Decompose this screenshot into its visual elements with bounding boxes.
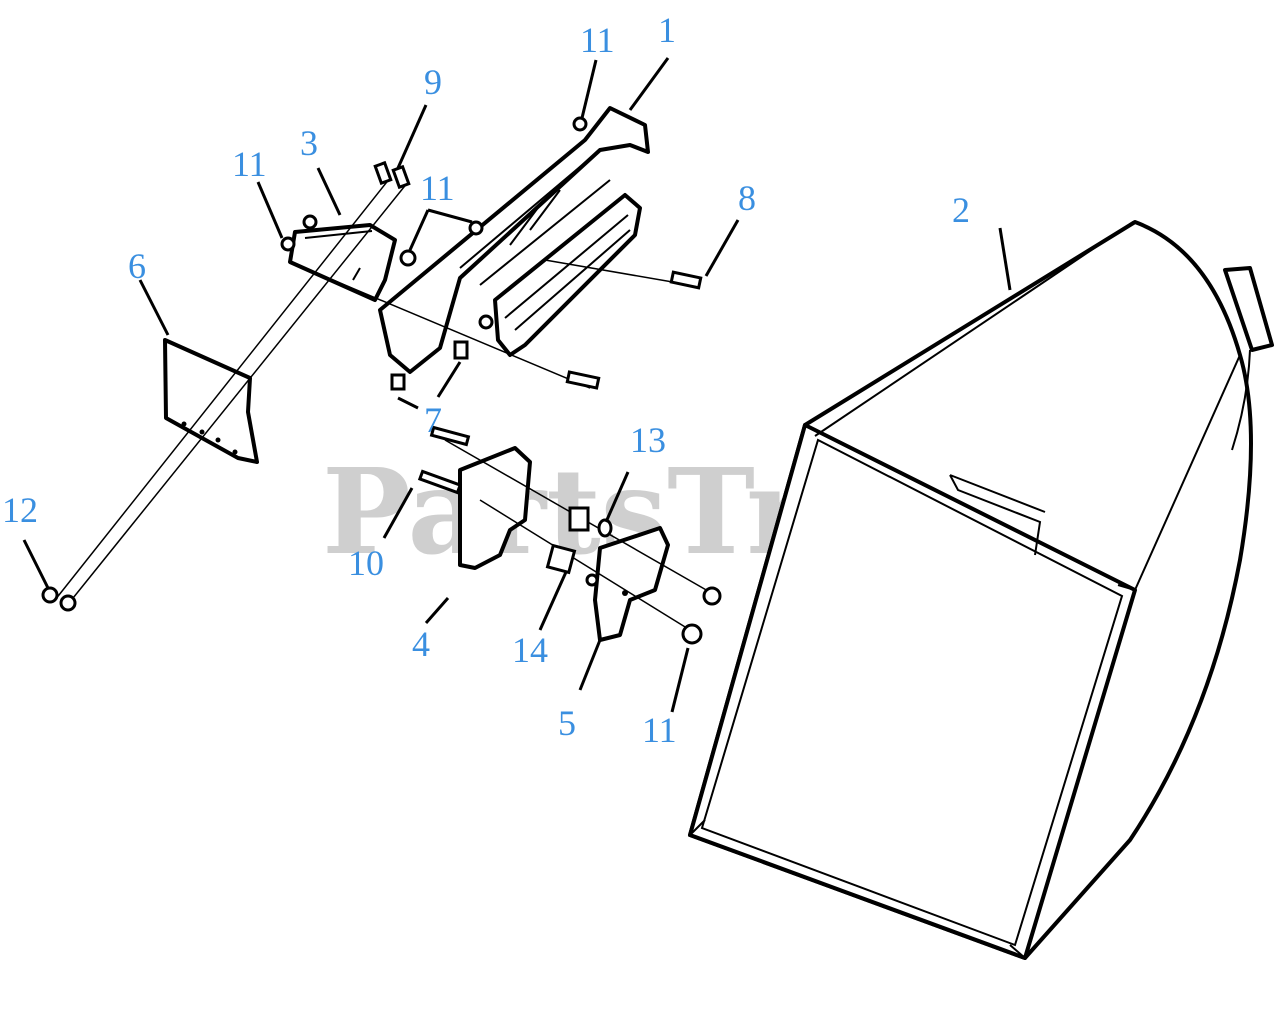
callout-8: 8 xyxy=(738,178,756,218)
callout-3: 3 xyxy=(300,123,318,163)
callout-13: 13 xyxy=(630,420,666,460)
part-1-frame[interactable] xyxy=(378,106,650,374)
callout-11-top: 11 xyxy=(580,20,615,60)
hardware xyxy=(41,116,722,645)
callout-11-mid: 11 xyxy=(420,168,455,208)
callout-1: 1 xyxy=(658,10,676,50)
leader-lines xyxy=(22,57,1012,713)
assembly-axes xyxy=(54,177,716,631)
callout-6: 6 xyxy=(128,246,146,286)
callout-11-bottom: 11 xyxy=(642,710,677,750)
callouts: 1 2 3 4 5 6 7 8 9 10 11 11 11 11 12 13 1… xyxy=(2,10,970,750)
callout-12: 12 xyxy=(2,490,38,530)
callout-11-left: 11 xyxy=(232,144,267,184)
callout-10: 10 xyxy=(348,543,384,583)
part-5-plate[interactable] xyxy=(593,526,670,642)
part-2-grass-bag[interactable] xyxy=(688,220,1274,960)
callout-5: 5 xyxy=(558,703,576,743)
callout-9: 9 xyxy=(424,62,442,102)
callout-14: 14 xyxy=(512,630,548,670)
callout-7: 7 xyxy=(424,400,442,440)
callout-2: 2 xyxy=(952,190,970,230)
callout-4: 4 xyxy=(412,624,430,664)
